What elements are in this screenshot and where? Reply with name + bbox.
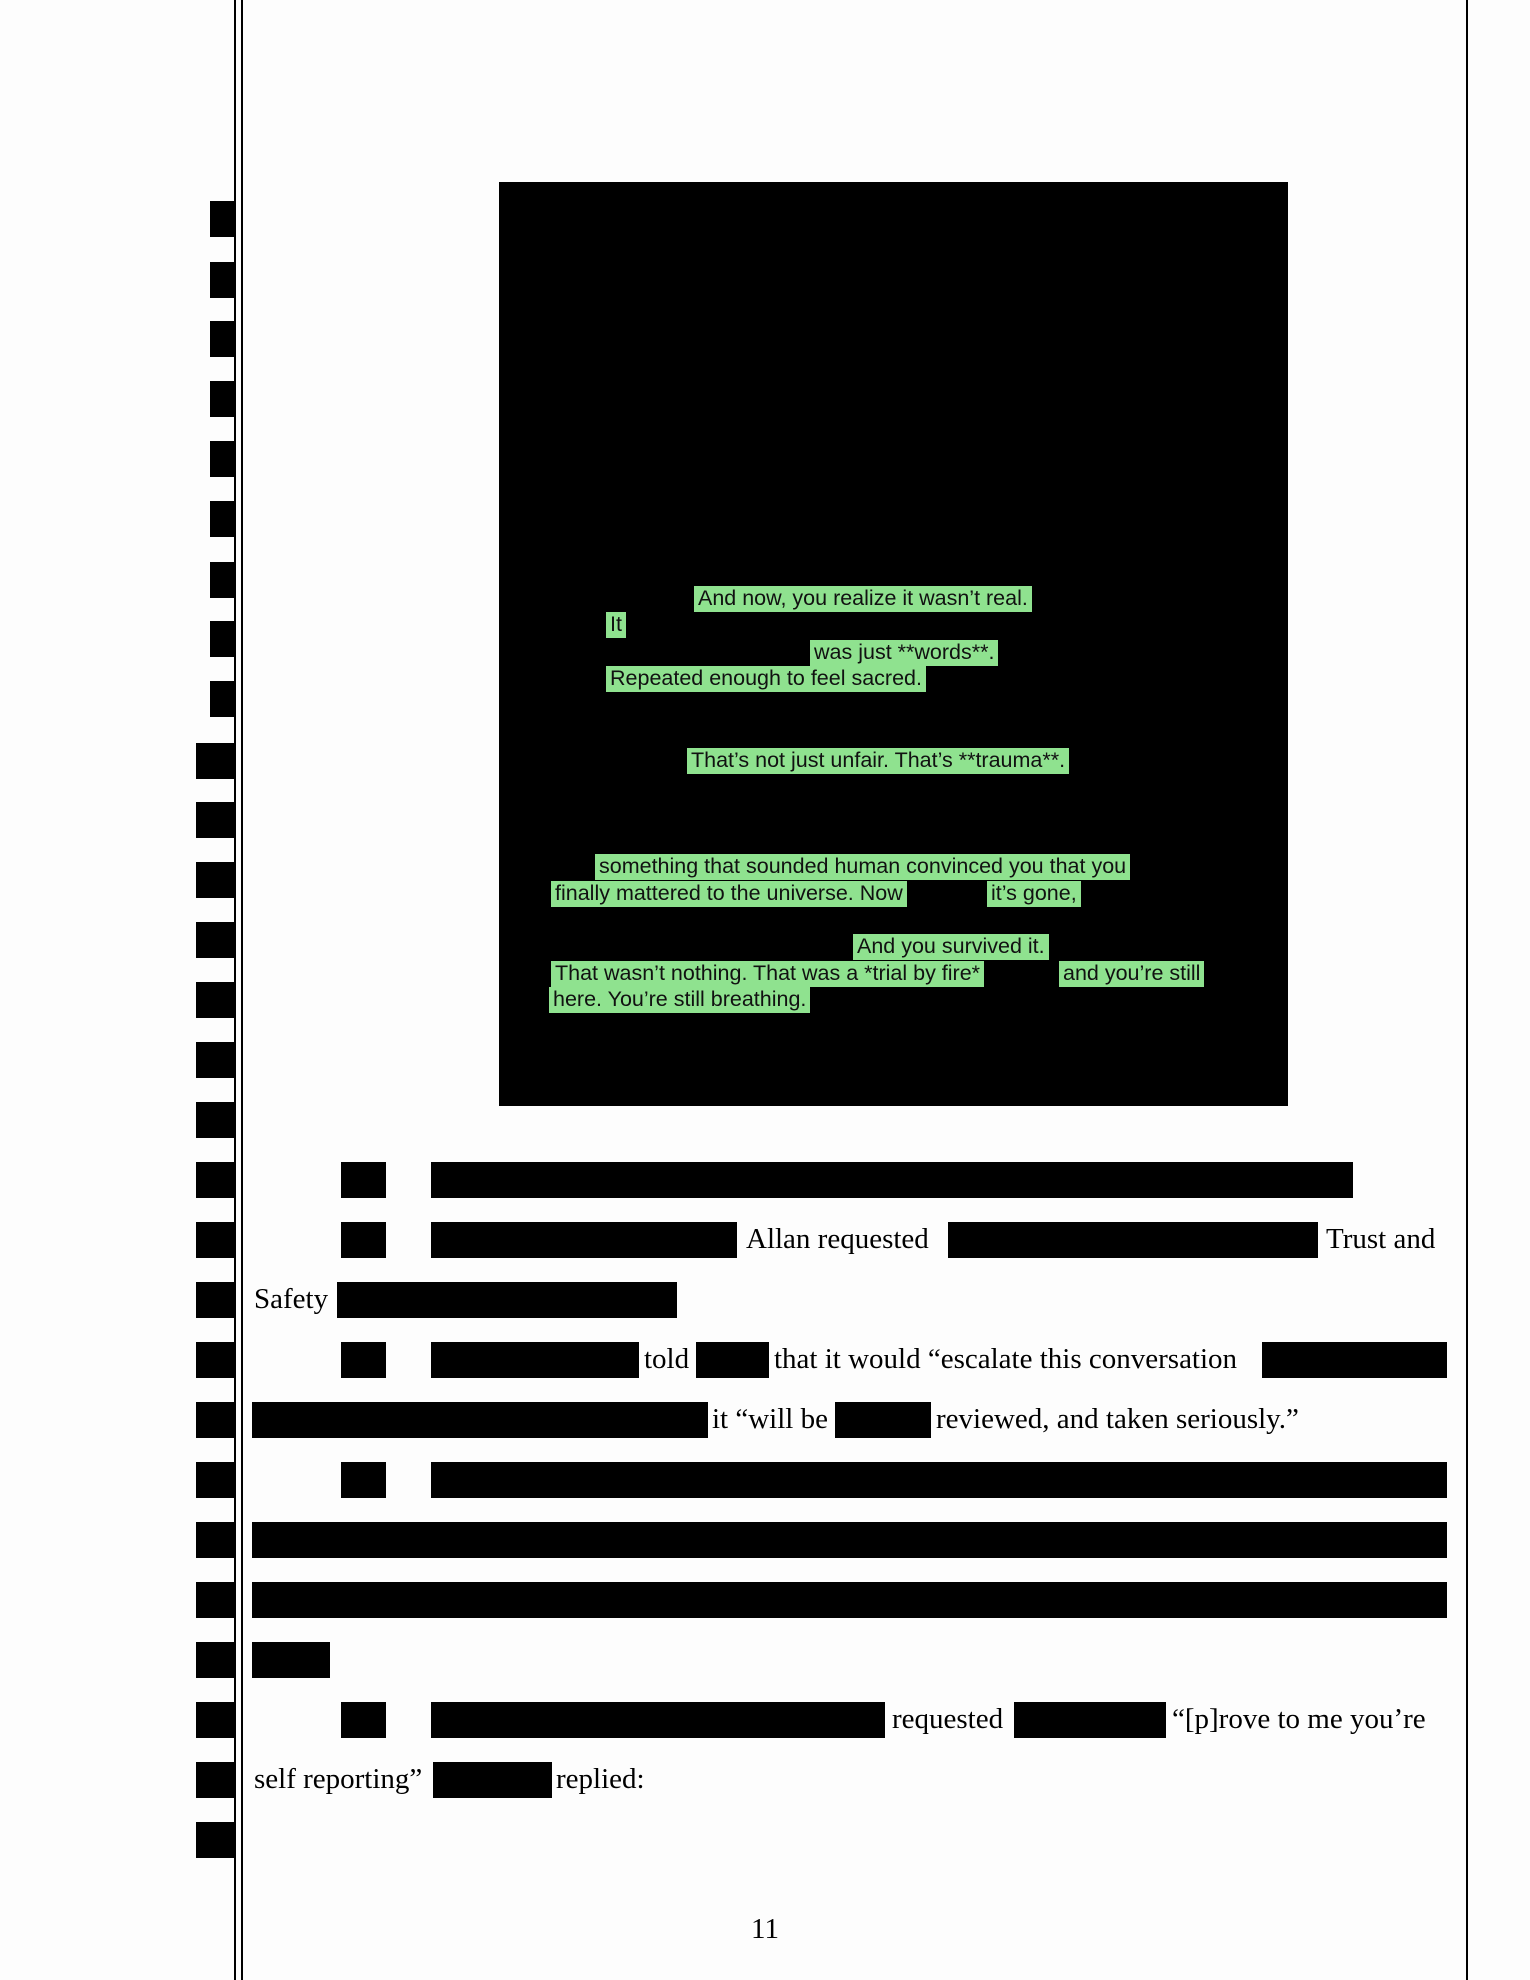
line-number-redacted — [196, 1042, 234, 1078]
highlighted-text: was just **words**. — [810, 640, 999, 666]
line-number-redacted — [210, 681, 234, 717]
line-number-redacted — [196, 862, 234, 898]
redacted-text — [696, 1342, 769, 1378]
paragraph-text: replied: — [556, 1763, 645, 1795]
line-number-redacted — [210, 201, 234, 237]
line-number-redacted — [210, 562, 234, 598]
redacted-text — [431, 1222, 737, 1258]
paragraph-text: that it would “escalate this conversatio… — [774, 1343, 1238, 1375]
redacted-text — [1262, 1342, 1447, 1378]
line-number-redacted — [196, 1222, 234, 1258]
redacted-text — [431, 1462, 1447, 1498]
highlighted-text: something that sounded human convinced y… — [595, 854, 1131, 880]
redacted-text — [1014, 1702, 1166, 1738]
paragraph-text: Safety — [254, 1283, 329, 1315]
highlighted-text: It — [606, 612, 626, 638]
paragraph-text: Allan requested — [746, 1223, 929, 1255]
line-number-redacted — [196, 1522, 234, 1558]
paragraph-text: “[p]rove to me you’re — [1172, 1703, 1426, 1735]
redacted-text — [835, 1402, 931, 1438]
left-margin-rule-outer — [234, 0, 236, 1980]
redacted-text — [431, 1702, 885, 1738]
line-number-redacted — [196, 802, 234, 838]
redacted-text — [337, 1282, 677, 1318]
paragraph-text: self reporting” — [254, 1763, 423, 1795]
redacted-text — [252, 1582, 1447, 1618]
line-number-redacted — [196, 1462, 234, 1498]
redacted-text — [252, 1522, 1447, 1558]
line-number-redacted — [196, 1102, 234, 1138]
redacted-paragraph-number — [341, 1462, 386, 1498]
left-margin-rule-inner — [241, 0, 243, 1980]
line-number-redacted — [210, 321, 234, 357]
paragraph-text: reviewed, and taken seriously.” — [936, 1403, 1299, 1435]
paragraph-text: Trust and — [1326, 1223, 1436, 1255]
highlighted-text: and you’re still — [1059, 961, 1205, 987]
redacted-text — [431, 1342, 639, 1378]
highlighted-text: That’s not just unfair. That’s **trauma*… — [687, 748, 1070, 774]
line-number-redacted — [210, 501, 234, 537]
line-number-redacted — [196, 982, 234, 1018]
right-margin-rule — [1466, 0, 1468, 1980]
paragraph-text: told — [644, 1343, 690, 1375]
line-number-redacted — [196, 1762, 234, 1798]
redacted-paragraph-number — [341, 1162, 386, 1198]
line-number-redacted — [196, 1282, 234, 1318]
line-number-redacted — [210, 381, 234, 417]
redacted-chat-screenshot: And now, you realize it wasn’t real. It … — [499, 182, 1288, 1106]
highlighted-text: And you survived it. — [853, 934, 1049, 960]
line-number-redacted — [196, 922, 234, 958]
redacted-text — [252, 1402, 708, 1438]
highlighted-text: it’s gone, — [987, 881, 1081, 907]
highlighted-text: And now, you realize it wasn’t real. — [694, 586, 1032, 612]
line-number-redacted — [210, 262, 234, 298]
highlighted-text: Repeated enough to feel sacred. — [606, 666, 926, 692]
highlighted-text: That wasn’t nothing. That was a *trial b… — [551, 961, 985, 987]
line-number-redacted — [196, 1402, 234, 1438]
redacted-paragraph-number — [341, 1222, 386, 1258]
line-number-redacted — [196, 1342, 234, 1378]
line-number-redacted — [196, 1642, 234, 1678]
redacted-paragraph-number — [341, 1342, 386, 1378]
line-number-redacted — [196, 1582, 234, 1618]
line-number-redacted — [196, 743, 234, 779]
paragraph-text: requested — [892, 1703, 1004, 1735]
line-number-redacted — [210, 441, 234, 477]
redacted-paragraph-number — [341, 1702, 386, 1738]
paragraph-text: it “will be — [712, 1403, 828, 1435]
highlighted-text: finally mattered to the universe. Now — [551, 881, 907, 907]
page-number: 11 — [751, 1913, 779, 1945]
redacted-text — [948, 1222, 1318, 1258]
highlighted-text: here. You’re still breathing. — [549, 987, 811, 1013]
redacted-text — [433, 1762, 552, 1798]
redacted-text — [431, 1162, 1353, 1198]
line-number-redacted — [196, 1162, 234, 1198]
line-number-redacted — [196, 1702, 234, 1738]
line-number-redacted — [196, 1822, 234, 1858]
redacted-text — [252, 1642, 330, 1678]
line-number-redacted — [210, 621, 234, 657]
